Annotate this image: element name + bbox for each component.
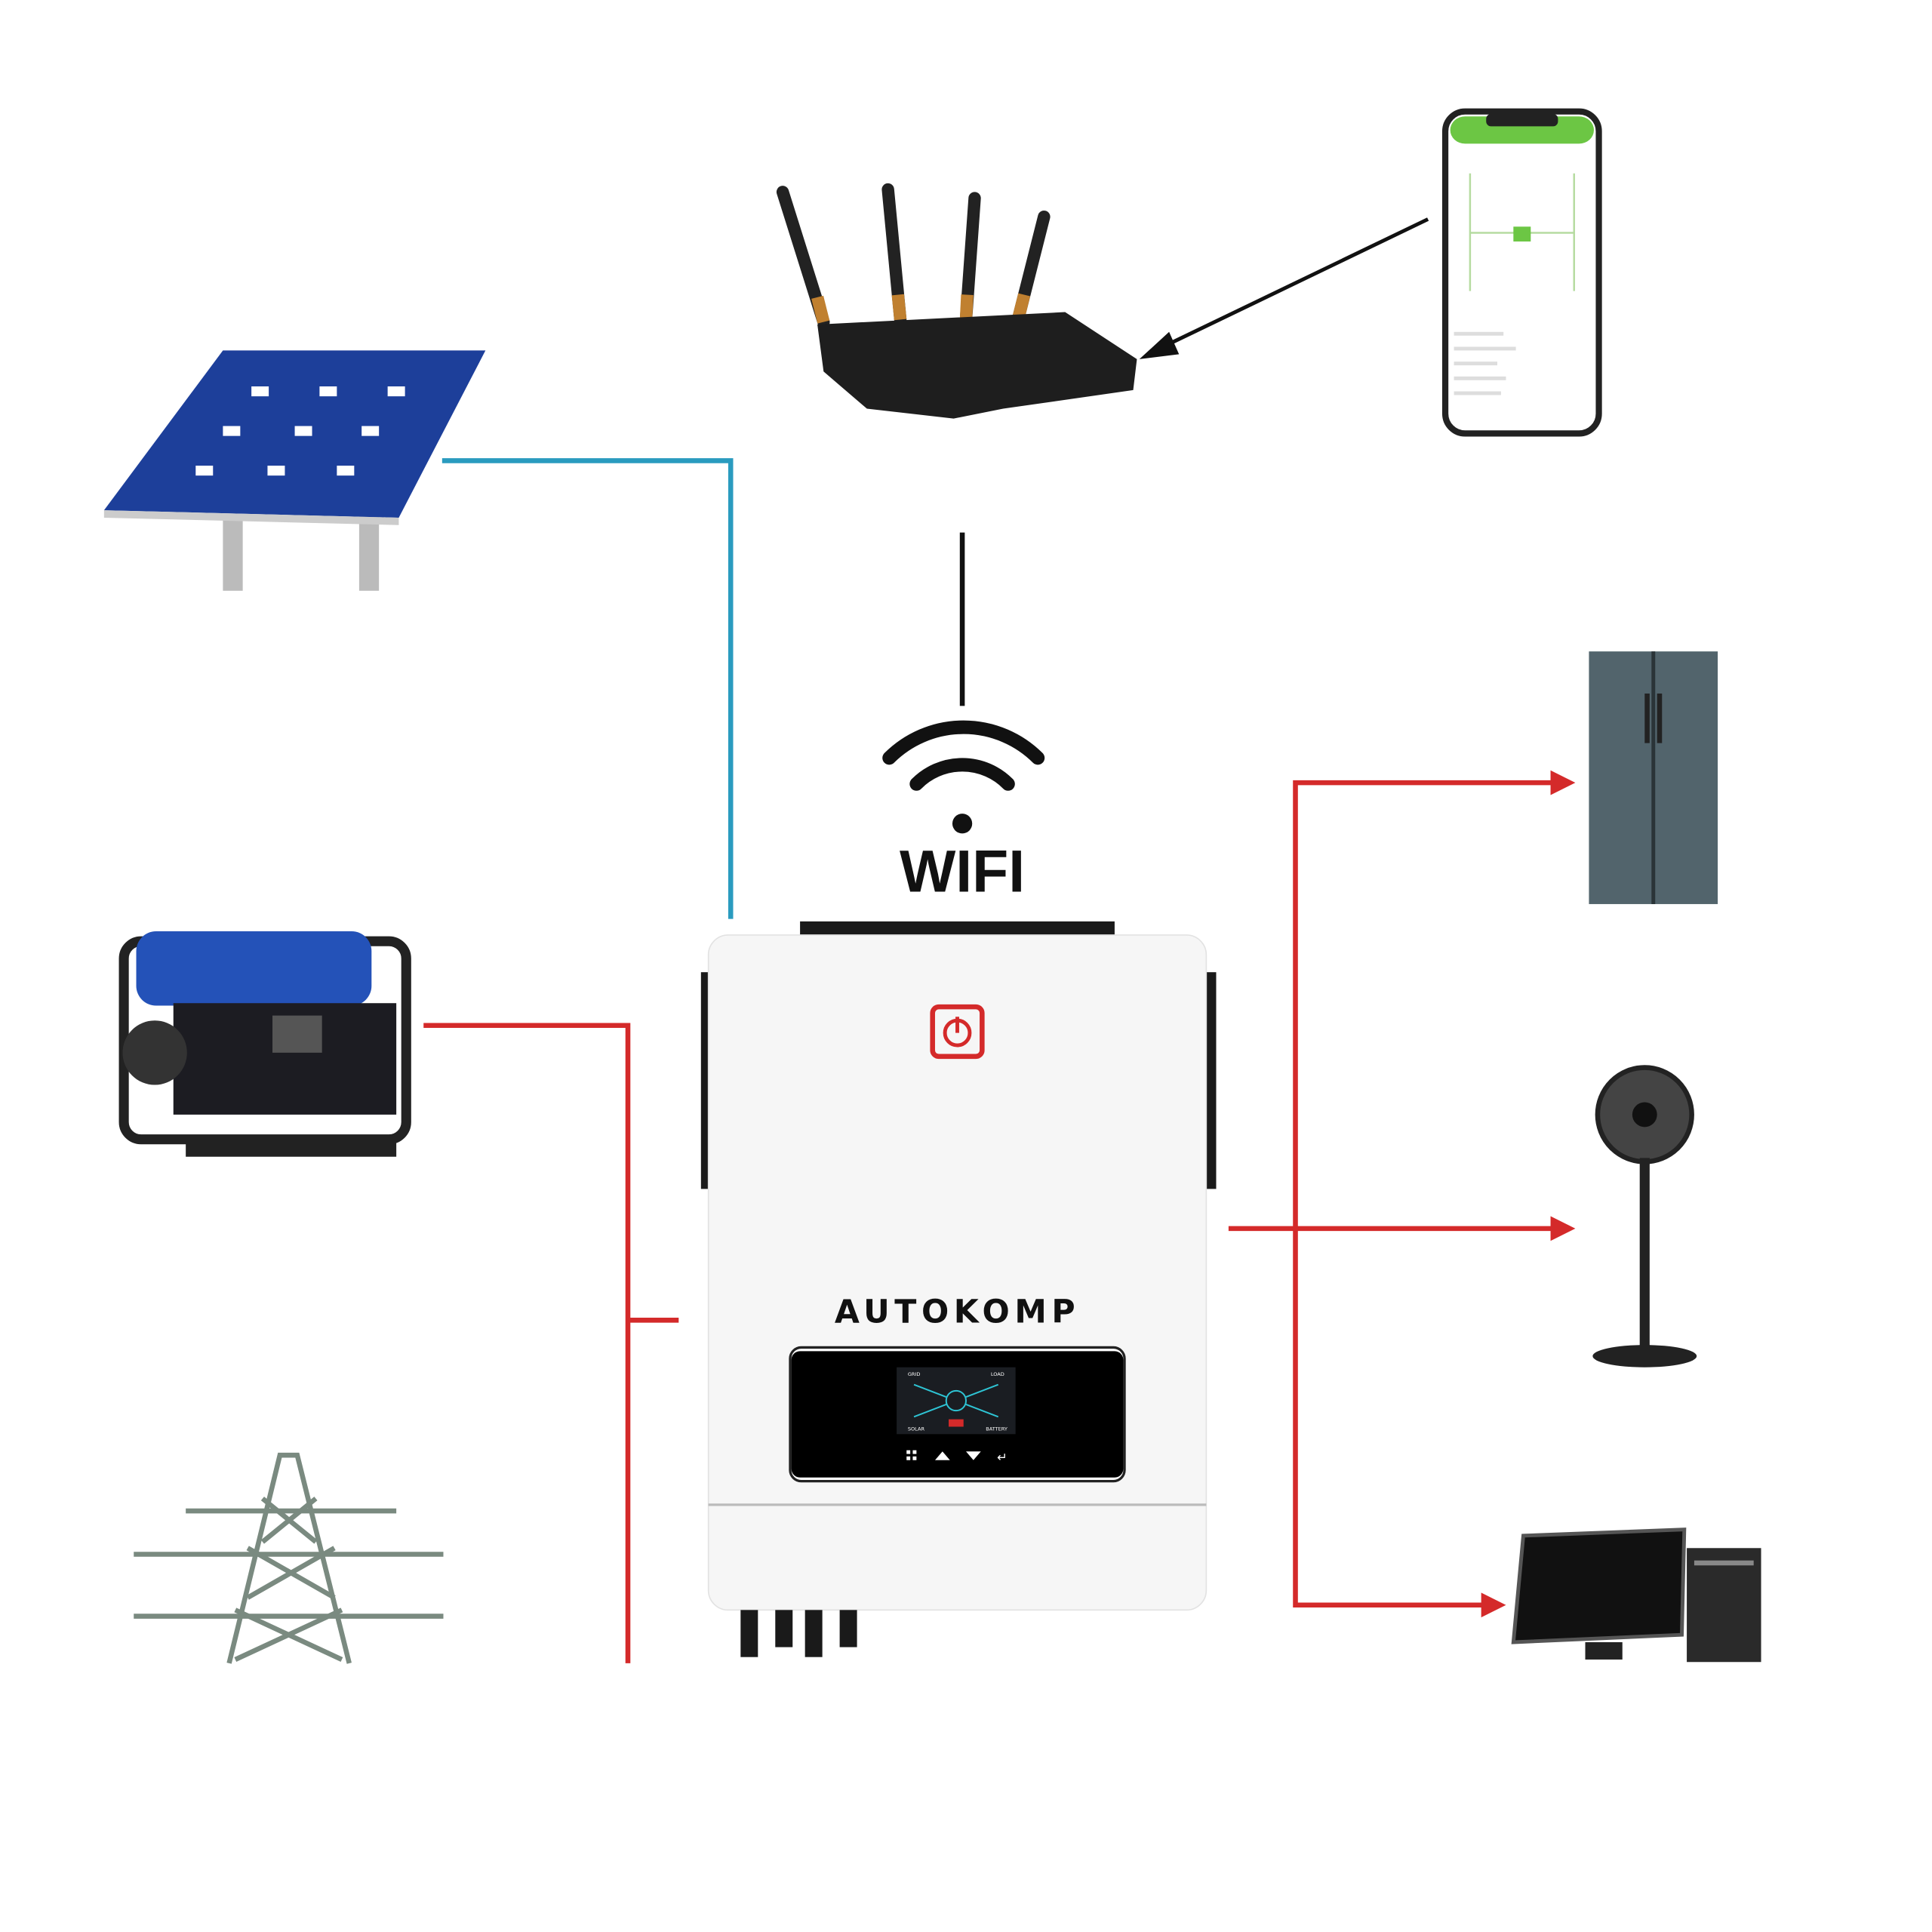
cable-connectors <box>740 1610 857 1657</box>
smartphone-app-icon <box>1441 108 1602 437</box>
brand-logo: AUTOKOMP <box>835 1294 1080 1331</box>
lcd-load-label: LOAD <box>991 1371 1004 1377</box>
app-arrow-line <box>1157 217 1429 351</box>
lcd-grid-label: GRID <box>908 1371 921 1377</box>
lcd-solar-label: SOLAR <box>908 1426 925 1432</box>
solar-panel-icon <box>103 350 486 591</box>
wifi-icon <box>882 720 1045 834</box>
arrow-fan-icon <box>1550 1216 1576 1241</box>
lcd-battery-label: BATTERY <box>986 1426 1008 1432</box>
router-icon <box>776 183 1137 419</box>
wifi-label: WIFI <box>900 838 1025 905</box>
enter-button[interactable]: ↵ <box>997 1450 1008 1464</box>
generator-wire <box>423 1023 631 1663</box>
arrow-fridge-icon <box>1550 770 1576 795</box>
inverter-unit: AUTOKOMP GRID LOAD SOLAR BATTERY ↵ <box>700 921 1217 1657</box>
menu-button[interactable] <box>906 1450 917 1460</box>
refrigerator-icon <box>1589 651 1718 904</box>
down-button[interactable] <box>966 1451 981 1460</box>
computer-icon <box>1511 1527 1761 1663</box>
power-logo-icon <box>930 1004 985 1060</box>
solar-wire <box>441 458 734 919</box>
arrow-router-icon <box>1139 331 1180 359</box>
generator-icon <box>118 931 411 1157</box>
up-button[interactable] <box>934 1451 950 1460</box>
arrow-computer-icon <box>1481 1592 1506 1618</box>
lcd-screen: GRID LOAD SOLAR BATTERY <box>897 1367 1016 1435</box>
power-grid-icon <box>134 1452 444 1664</box>
load-wire <box>1293 780 1555 1608</box>
fan-icon <box>1592 1065 1697 1367</box>
